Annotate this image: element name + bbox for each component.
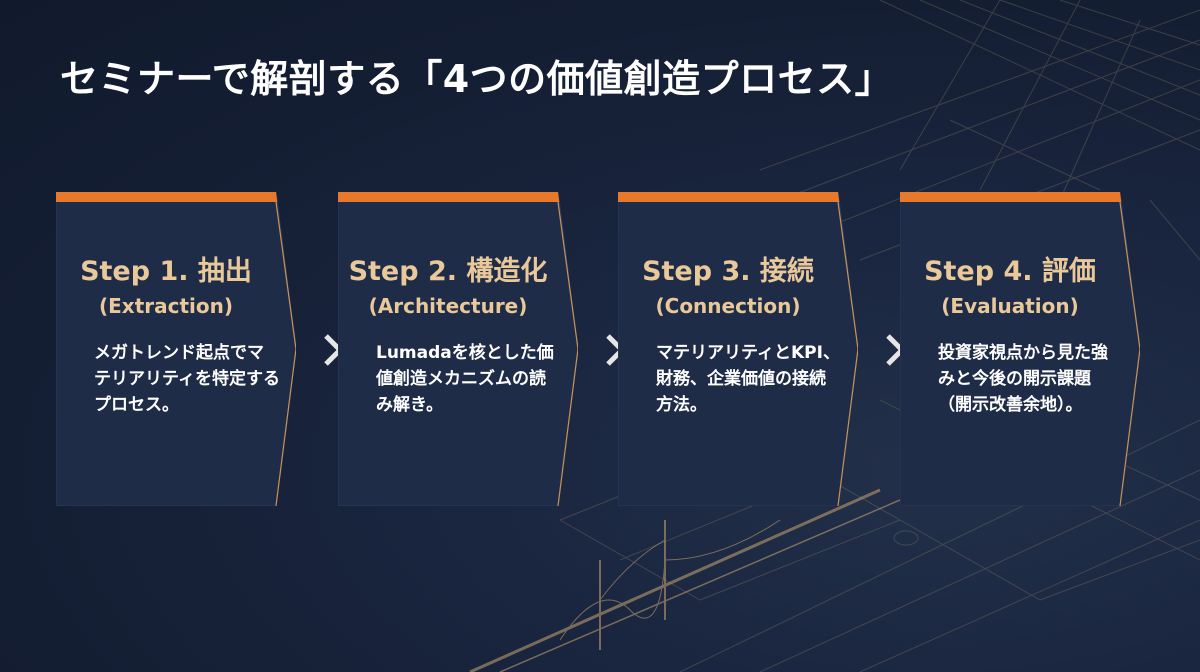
step-subtitle: (Architecture) xyxy=(368,294,528,318)
step-card-4: Step 4. 評価 (Evaluation) 投資家視点から見た強みと今後の開… xyxy=(900,192,1140,506)
step-title: Step 2. 構造化 xyxy=(348,256,548,287)
step-description: メガトレンド起点でマテリアリティを特定するプロセス。 xyxy=(94,343,280,415)
step-description: マテリアリティとKPI、財務、企業価値の接続方法。 xyxy=(656,343,840,415)
step-card-1: Step 1. 抽出 (Extraction) メガトレンド起点でマテリアリティ… xyxy=(56,192,296,506)
page-title: セミナーで解剖する「4つの価値創造プロセス」 xyxy=(60,57,894,101)
step-card-shape xyxy=(900,192,1140,506)
step-description: 投資家視点から見た強みと今後の開示課題（開示改善余地）。 xyxy=(938,343,1108,415)
step-card-shape xyxy=(338,192,578,506)
step-subtitle: (Connection) xyxy=(655,294,801,318)
step-card-shape xyxy=(56,192,296,506)
step-title: Step 3. 接続 xyxy=(642,256,814,287)
step-subtitle: (Evaluation) xyxy=(941,294,1079,318)
step-description: Lumadaを核とした価値創造メカニズムの読み解き。 xyxy=(376,343,554,415)
step-subtitle: (Extraction) xyxy=(98,294,233,318)
step-card-2: Step 2. 構造化 (Architecture) Lumadaを核とした価値… xyxy=(338,192,578,506)
step-card-3: Step 3. 接続 (Connection) マテリアリティとKPI、財務、企… xyxy=(618,192,858,506)
step-title: Step 4. 評価 xyxy=(924,256,1096,287)
step-card-shape xyxy=(618,192,858,506)
step-title: Step 1. 抽出 xyxy=(80,256,252,287)
